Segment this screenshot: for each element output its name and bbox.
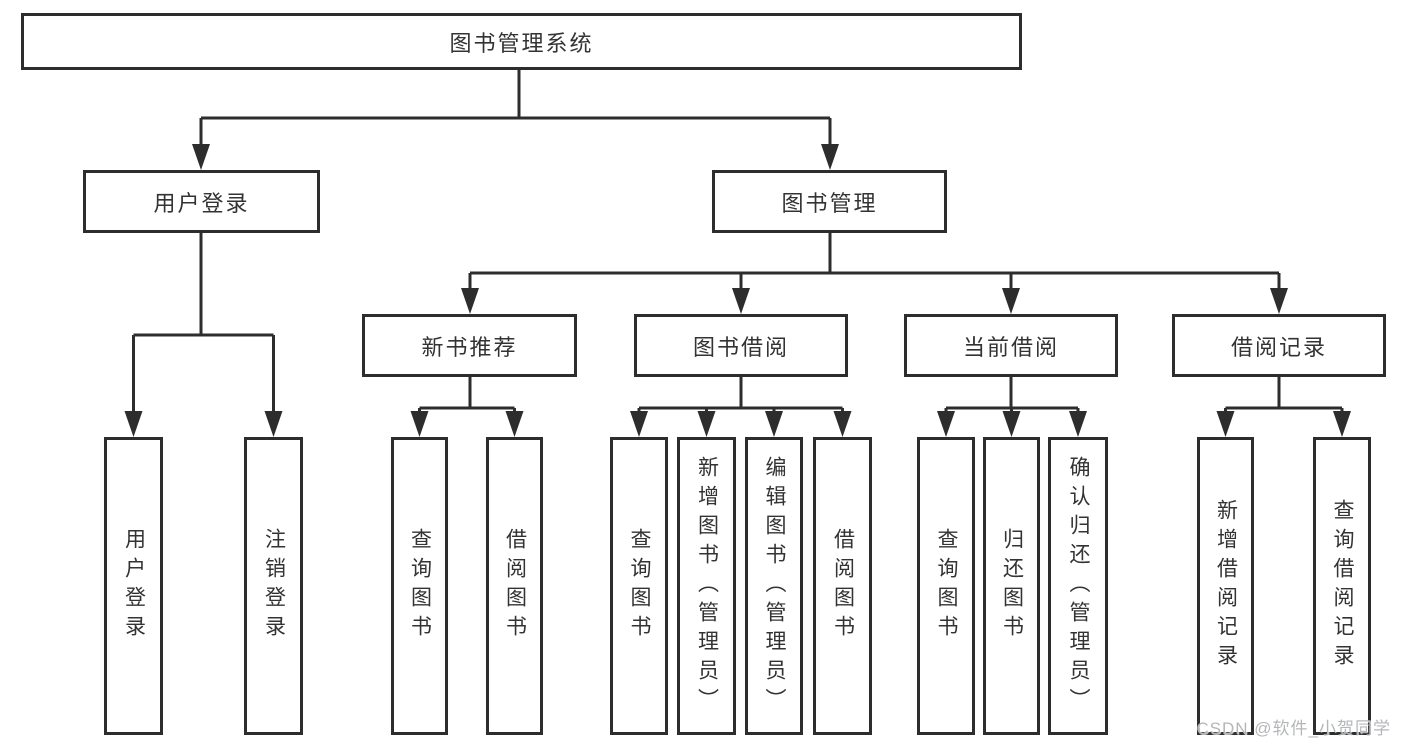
- node-root: 图书管理系统: [21, 13, 1022, 70]
- leaf-logout: 注销登录: [244, 437, 303, 735]
- node-book-borrow: 图书借阅: [634, 314, 848, 377]
- arrowheads: [124, 144, 1351, 437]
- node-new-book-recommend: 新书推荐: [362, 314, 577, 377]
- leaf-query-borrow-record: 查询借阅记录: [1313, 437, 1371, 735]
- leaf-add-books-admin: 新增图书（管理员）: [677, 437, 736, 735]
- leaf-user-login: 用户登录: [104, 437, 163, 735]
- node-book-management: 图书管理: [712, 170, 947, 233]
- leaf-borrow-books-recommend: 借阅图书: [486, 437, 543, 735]
- leaf-return-books: 归还图书: [983, 437, 1040, 735]
- leaf-borrow-books: 借阅图书: [813, 437, 872, 735]
- leaf-add-borrow-record: 新增借阅记录: [1197, 437, 1254, 735]
- leaf-confirm-return-admin: 确认归还（管理员）: [1048, 437, 1108, 735]
- node-user-login: 用户登录: [83, 170, 320, 233]
- node-borrow-records: 借阅记录: [1172, 314, 1386, 377]
- leaf-edit-books-admin: 编辑图书（管理员）: [745, 437, 803, 735]
- node-current-borrow: 当前借阅: [904, 314, 1118, 377]
- leaf-query-books-recommend: 查询图书: [391, 437, 448, 735]
- leaf-query-books-borrow: 查询图书: [610, 437, 668, 735]
- csdn-watermark: CSDN @软件_小贺同学: [1196, 719, 1391, 738]
- leaf-query-books-current: 查询图书: [917, 437, 975, 735]
